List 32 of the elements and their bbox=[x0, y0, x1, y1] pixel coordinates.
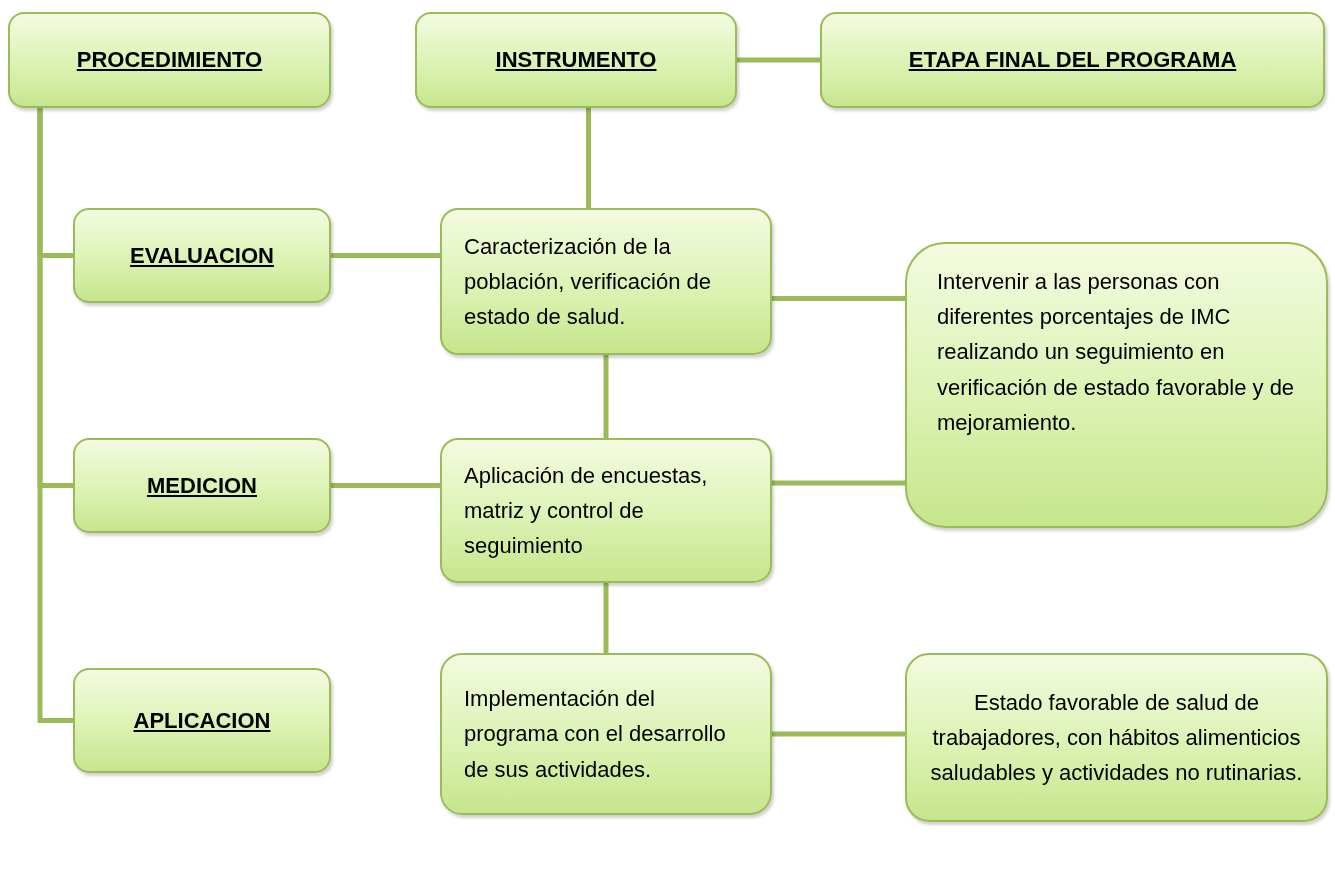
process-box bbox=[440, 438, 772, 583]
heading-text: PROCEDIMIENTO bbox=[76, 46, 263, 75]
connector-line bbox=[737, 57, 820, 63]
connector-line bbox=[331, 483, 440, 488]
connector-line bbox=[586, 108, 591, 208]
process-box bbox=[905, 653, 1328, 822]
box-text: Estado favorable de salud de trabajadores, con hábitos alimenticios saludables y actividades no rutinarias. bbox=[929, 688, 1304, 788]
box-text: Caracterización de la población, verificación de estado de salud. bbox=[464, 232, 713, 332]
process-box bbox=[440, 208, 772, 355]
heading-text: ETAPA FINAL DEL PROGRAMA bbox=[908, 46, 1237, 75]
box-text: Intervenir a las personas con diferentes porcentajes de IMC realizando un seguimiento en verificación de estado favorable y de mejoramiento. bbox=[937, 268, 1296, 437]
heading-text: APLICACION bbox=[133, 706, 271, 735]
connector-line bbox=[603, 583, 609, 653]
connector-line bbox=[37, 108, 73, 723]
connector-line bbox=[772, 296, 905, 301]
connector-line bbox=[772, 480, 905, 486]
process-box bbox=[905, 242, 1328, 528]
connector-line bbox=[603, 355, 609, 438]
header-box bbox=[73, 438, 331, 533]
box-text: Implementación del programa con el desarrollo de sus actividades. bbox=[464, 685, 727, 784]
header-box bbox=[415, 12, 737, 108]
header-box bbox=[8, 12, 331, 108]
heading-text: MEDICION bbox=[147, 471, 257, 500]
header-box bbox=[820, 12, 1325, 108]
heading-text: EVALUACION bbox=[130, 241, 274, 270]
connector-line bbox=[772, 731, 905, 737]
header-box bbox=[73, 668, 331, 773]
connector-line bbox=[331, 253, 440, 258]
header-box bbox=[73, 208, 331, 303]
process-box bbox=[440, 653, 772, 815]
box-text: Aplicación de encuestas, matriz y control de seguimiento bbox=[464, 461, 709, 561]
heading-text: INSTRUMENTO bbox=[495, 46, 657, 75]
